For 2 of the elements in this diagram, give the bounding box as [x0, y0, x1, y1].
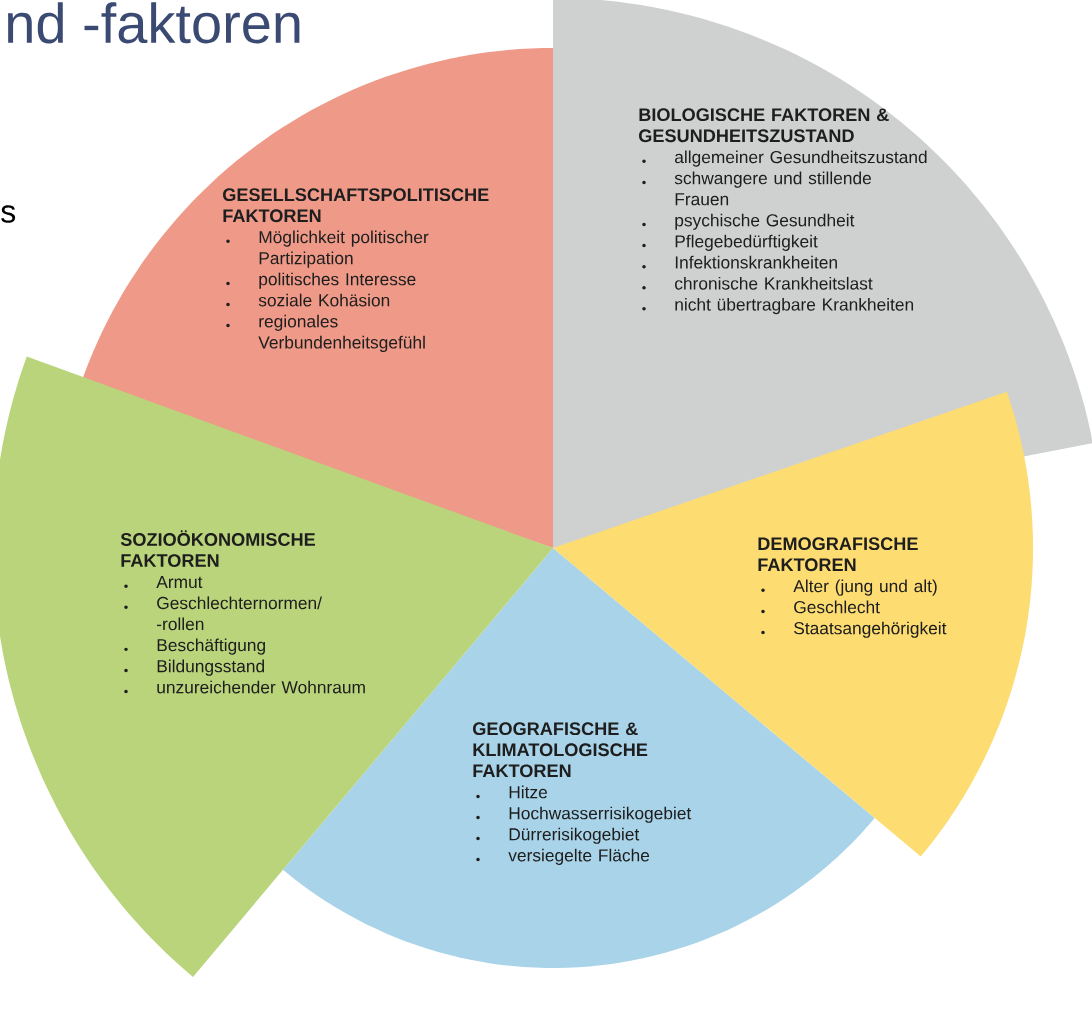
- title: nd -faktoren: [8, 2, 300, 44]
- text: s: [1, 205, 16, 223]
